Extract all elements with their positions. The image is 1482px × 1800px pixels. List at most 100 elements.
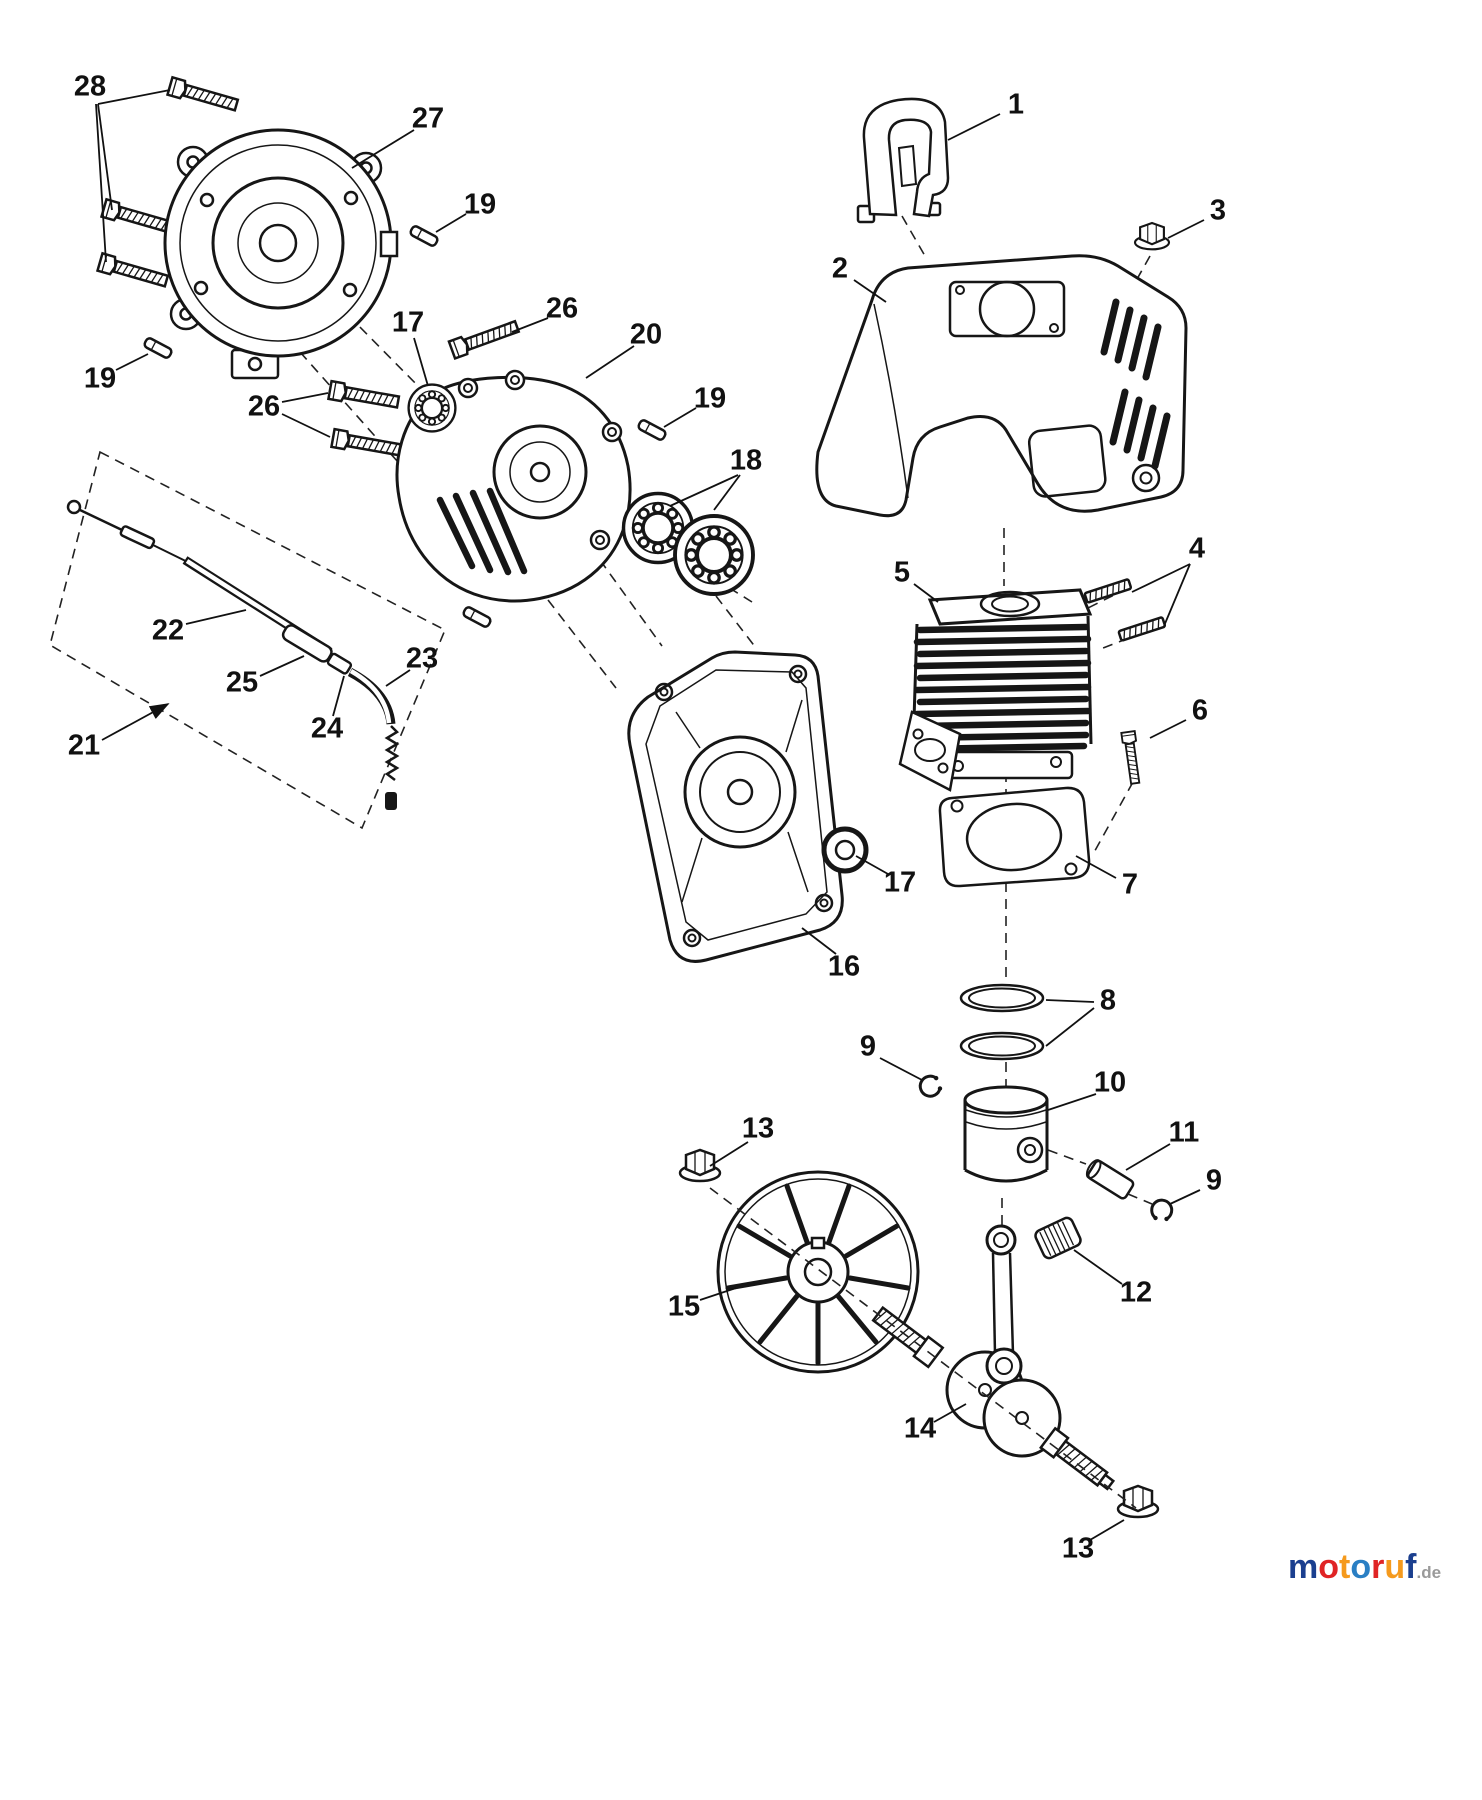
leader-line-6: [1149, 719, 1187, 739]
leader-line-3: [1167, 219, 1205, 239]
leader-line-18: [713, 474, 741, 511]
callout-label-27: 27: [412, 103, 444, 135]
throttle-cable-assembly: [49, 450, 447, 830]
callout-label-23: 23: [406, 643, 438, 675]
callout-label-19: 19: [694, 383, 726, 415]
leader-line-24: [332, 675, 345, 717]
callout-label-28: 28: [74, 71, 106, 103]
leader-line-10: [1047, 1093, 1097, 1111]
leader-line-21: [101, 703, 170, 741]
leader-line-28: [97, 89, 171, 105]
callout-label-13: 13: [1062, 1533, 1094, 1565]
leader-line-26: [511, 317, 549, 333]
callout-label-24: 24: [311, 713, 343, 745]
callout-label-26: 26: [546, 293, 578, 325]
engine-cover-part-2: [815, 254, 1188, 518]
callout-label-19: 19: [464, 189, 496, 221]
leader-line-14: [933, 1403, 967, 1423]
ball-bearings-part-18: [621, 491, 755, 596]
watermark-letter: r: [1371, 1548, 1385, 1586]
leader-line-19: [115, 353, 149, 371]
callout-label-2: 2: [832, 253, 848, 285]
watermark-letter: o: [1318, 1548, 1340, 1586]
leader-line-13: [709, 1141, 749, 1167]
bearing-part-17: [407, 383, 457, 433]
callout-label-20: 20: [630, 319, 662, 351]
cylinder-gasket-part-7: [938, 786, 1091, 888]
callout-label-12: 12: [1120, 1277, 1152, 1309]
leader-line-25: [259, 655, 305, 677]
leader-line-7: [1075, 855, 1117, 879]
watermark-letter: t: [1339, 1548, 1351, 1586]
leader-line-2: [853, 279, 887, 303]
callout-label-13: 13: [742, 1113, 774, 1145]
retaining-ring-part-9: [916, 1072, 945, 1100]
leader-line-28: [95, 103, 107, 263]
callout-label-3: 3: [1210, 195, 1226, 227]
watermark: motoruf.de: [1288, 1550, 1441, 1584]
flywheel-part-15: [716, 1170, 920, 1374]
crankcase-half-part-20: [395, 369, 632, 603]
callout-label-9: 9: [860, 1031, 876, 1063]
callout-label-6: 6: [1192, 695, 1208, 727]
leader-line-17: [855, 855, 889, 875]
callout-label-10: 10: [1094, 1067, 1126, 1099]
leader-line-8: [1045, 999, 1095, 1003]
callout-label-4: 4: [1189, 533, 1205, 565]
leader-line-28: [97, 103, 113, 211]
cylinder-bolt-part-6: [1120, 730, 1143, 786]
piston-part-10: [963, 1085, 1049, 1183]
mount-bracket-part-1: [856, 97, 950, 224]
wrist-pin-part-11: [1085, 1159, 1135, 1200]
flange-nut-part-13: [678, 1148, 722, 1183]
watermark-letter: f: [1405, 1548, 1417, 1586]
callout-label-8: 8: [1100, 985, 1116, 1017]
crankcase-part-16: [627, 650, 844, 963]
callout-label-16: 16: [828, 951, 860, 983]
callout-label-22: 22: [152, 615, 184, 647]
callout-label-25: 25: [226, 667, 258, 699]
callout-label-5: 5: [894, 557, 910, 589]
callout-label-17: 17: [392, 307, 424, 339]
crankshaft-axis-line: [709, 1187, 1137, 1509]
leader-line-26: [281, 413, 331, 438]
cylinder-studs-part-4: [1083, 577, 1167, 643]
leader-line-19: [435, 213, 467, 233]
callout-label-26: 26: [248, 391, 280, 423]
leader-line-23: [385, 669, 411, 687]
watermark-letter: m: [1288, 1548, 1319, 1586]
leader-line-16: [801, 927, 837, 955]
callout-layer: 2827191926172620191822252324211324567161…: [68, 71, 1226, 1565]
leader-line-15: [699, 1287, 737, 1301]
callout-label-14: 14: [904, 1413, 936, 1445]
leader-line-5: [913, 583, 939, 603]
leader-line-4: [1131, 563, 1191, 593]
piston-rings-part-8: [959, 983, 1045, 1061]
callout-label-18: 18: [730, 445, 762, 477]
callout-label-1: 1: [1008, 89, 1024, 121]
leader-line-1: [947, 113, 1001, 141]
leader-line-18: [669, 474, 739, 507]
leader-line-13: [1089, 1519, 1125, 1541]
watermark-letter: o: [1350, 1548, 1372, 1586]
leader-line-22: [185, 609, 247, 625]
watermark-word: motoruf: [1288, 1548, 1416, 1586]
needle-bearing-part-12: [1034, 1216, 1082, 1260]
leader-line-27: [351, 129, 415, 169]
blower-housing-part-27: [163, 128, 399, 380]
callout-label-21: 21: [68, 730, 100, 762]
callout-label-11: 11: [1169, 1117, 1200, 1149]
watermark-letter: u: [1384, 1548, 1406, 1586]
oil-seal-part-17: [821, 826, 869, 874]
leader-line-8: [1045, 1007, 1095, 1047]
cylinder-part-5: [898, 588, 1093, 792]
flange-nut-part-13b: [1116, 1484, 1160, 1519]
callout-label-7: 7: [1122, 869, 1138, 901]
leader-line-20: [585, 345, 635, 379]
leader-line-4: [1163, 563, 1191, 627]
watermark-suffix: .de: [1416, 1563, 1442, 1582]
leader-line-26: [281, 392, 329, 403]
leader-line-19: [663, 407, 697, 428]
